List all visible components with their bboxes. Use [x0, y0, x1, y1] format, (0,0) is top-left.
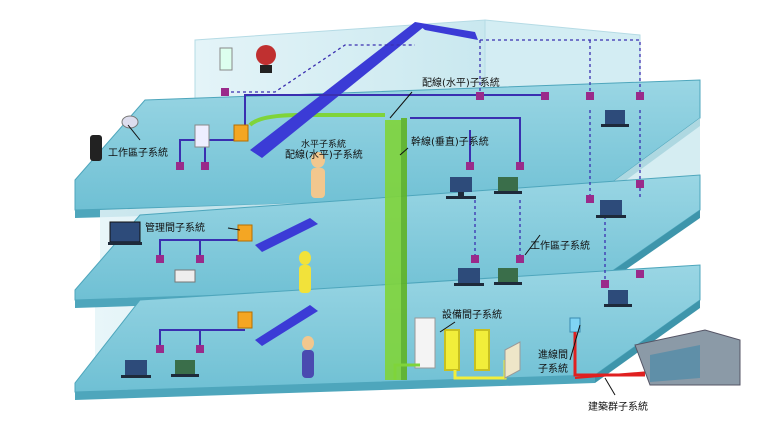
label-campus: 建築群子系統	[588, 400, 648, 413]
entrance-campus	[569, 317, 741, 386]
dashed-links	[225, 39, 641, 285]
distribution-boxes	[233, 124, 253, 329]
workstations	[108, 110, 632, 378]
top-floor-devices	[90, 45, 276, 161]
label-equipment-room: 設備間子系統	[442, 308, 502, 321]
label-admin-room: 管理間子系統	[145, 221, 205, 234]
label-entrance-line2: 子系統	[538, 362, 568, 375]
label-horizontal-top: 配線(水平)子系統	[422, 76, 500, 89]
equipment-room	[393, 317, 521, 380]
label-work-area-left: 工作區子系統	[108, 146, 168, 159]
horizontal-cable-trays	[250, 22, 478, 346]
phone-device	[174, 269, 196, 283]
label-arrows	[127, 91, 616, 396]
label-entrance-line1: 進線間	[538, 348, 568, 361]
people	[299, 152, 325, 378]
label-horizontal-mid: 配線(水平)子系統	[285, 148, 363, 161]
label-work-area-right: 工作區子系統	[530, 239, 590, 252]
label-horizontal-mid-small: 水平子系統	[301, 138, 346, 150]
outlets	[156, 88, 644, 353]
label-backbone: 幹線(垂直)子系統	[411, 135, 489, 148]
horizontal-wiring	[159, 94, 545, 350]
